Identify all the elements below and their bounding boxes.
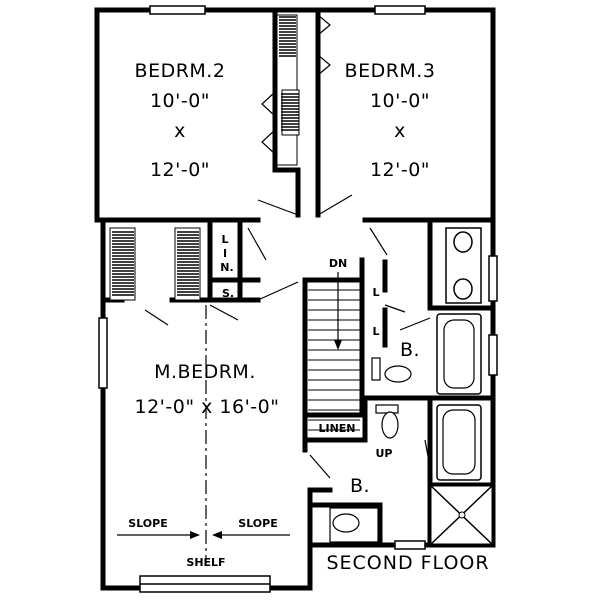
bedroom2-name: BEDRM.2 xyxy=(135,60,226,82)
master-bedroom-name: M.BEDRM. xyxy=(154,361,256,383)
closet-hatching xyxy=(112,16,299,296)
bedroom3-length: 12'-0" xyxy=(370,159,430,181)
stair-treads xyxy=(308,289,360,441)
linen-closet-n: N. xyxy=(220,261,233,274)
storage-closet-label: S. xyxy=(222,287,234,300)
linen-closet-label: LINEN xyxy=(318,422,355,435)
stairs-down-label: DN xyxy=(329,257,347,270)
floor-title: SECOND FLOOR xyxy=(326,552,489,574)
slope-right-label: SLOPE xyxy=(238,517,277,530)
bedroom3-name: BEDRM.3 xyxy=(345,60,436,82)
bedroom2-width: 10'-0" xyxy=(150,90,210,112)
closet-l-bottom: L xyxy=(372,325,379,338)
lower-bath-label: B. xyxy=(350,475,370,497)
bifold-doors xyxy=(261,14,331,155)
door-swings xyxy=(144,194,433,479)
stair-arrow xyxy=(334,272,342,350)
windows xyxy=(98,5,498,593)
closet-l-top: L xyxy=(372,286,379,299)
shelf-label: SHELF xyxy=(186,556,225,569)
slope-arrows xyxy=(117,531,290,539)
interior-walls xyxy=(94,7,496,548)
bedroom2-by: x xyxy=(174,120,186,142)
closet-shelving xyxy=(109,14,300,301)
slope-left-label: SLOPE xyxy=(128,517,167,530)
upper-bath-fixtures xyxy=(371,227,482,395)
stairs-up-label: UP xyxy=(376,447,393,460)
linen-closet-l: L xyxy=(221,233,228,246)
lower-bath-fixtures xyxy=(329,404,495,547)
bedroom3-by: x xyxy=(394,120,406,142)
upper-bath-label: B. xyxy=(400,339,420,361)
linen-closet-i: I xyxy=(223,247,227,260)
bedroom2-length: 12'-0" xyxy=(150,159,210,181)
master-bedroom-size: 12'-0" x 16'-0" xyxy=(135,396,280,418)
bedroom3-width: 10'-0" xyxy=(370,90,430,112)
